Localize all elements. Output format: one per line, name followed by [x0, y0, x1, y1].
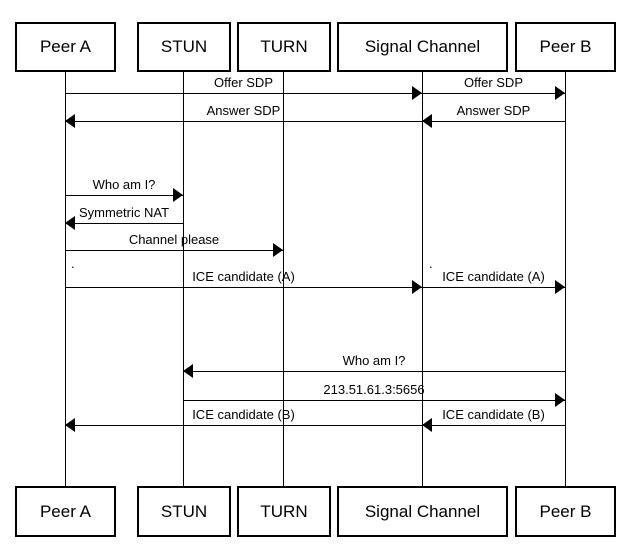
actor-label: Peer A	[39, 37, 92, 56]
message-line	[65, 121, 422, 122]
message-label: Channel please	[128, 232, 220, 247]
lifeline-stun	[183, 72, 184, 486]
message-label: ICE candidate (A)	[442, 269, 545, 284]
message-label: ICE candidate (B)	[192, 407, 295, 422]
actor-box-signal-channel-top: Signal Channel	[337, 22, 508, 72]
actor-label: Peer B	[539, 37, 592, 56]
arrowhead-right-icon	[273, 243, 283, 257]
message-label: Answer SDP	[206, 103, 281, 118]
dot-marker: .	[71, 256, 75, 271]
actor-label: Peer A	[39, 501, 92, 521]
message-line	[183, 400, 565, 401]
actor-label: Signal Channel	[364, 501, 481, 521]
actor-box-peer-b-bottom: Peer B	[515, 486, 616, 537]
actor-box-stun-bottom: STUN	[137, 486, 231, 537]
lifeline-peer-b	[565, 72, 566, 486]
message-line	[422, 287, 565, 288]
actor-label: TURN	[260, 501, 308, 521]
message-line	[65, 287, 422, 288]
arrowhead-right-icon	[555, 280, 565, 294]
arrowhead-left-icon	[422, 114, 432, 128]
actor-label: TURN	[260, 37, 308, 56]
actor-box-turn-bottom: TURN	[237, 486, 331, 537]
arrowhead-left-icon	[65, 216, 75, 230]
arrowhead-right-icon	[412, 86, 422, 100]
arrowhead-right-icon	[555, 86, 565, 100]
message-line	[65, 195, 183, 196]
actor-box-peer-a-top: Peer A	[15, 22, 116, 72]
message-line	[422, 121, 565, 122]
actor-label: Peer B	[539, 501, 592, 521]
actor-box-stun-top: STUN	[137, 22, 231, 72]
arrowhead-left-icon	[65, 114, 75, 128]
actor-box-peer-b-top: Peer B	[515, 22, 616, 72]
actor-label: STUN	[160, 37, 208, 56]
message-line	[65, 425, 422, 426]
message-line	[65, 223, 183, 224]
message-line	[183, 371, 565, 372]
actor-box-peer-a-bottom: Peer A	[15, 486, 116, 537]
message-label: Who am I?	[342, 353, 406, 368]
message-label: Symmetric NAT	[78, 205, 170, 220]
lifeline-peer-a	[65, 72, 66, 486]
message-line	[422, 93, 565, 94]
arrowhead-right-icon	[412, 280, 422, 294]
message-label: ICE candidate (A)	[192, 269, 295, 284]
message-label: 213.51.61.3:5656	[323, 382, 425, 397]
message-label: ICE candidate (B)	[442, 407, 545, 422]
actor-box-signal-channel-bottom: Signal Channel	[337, 486, 508, 537]
lifeline-signal-channel	[422, 72, 423, 486]
actor-label: Signal Channel	[364, 37, 481, 56]
message-line	[65, 250, 283, 251]
message-label: Who am I?	[92, 177, 156, 192]
message-label: Offer SDP	[463, 75, 523, 90]
dot-marker: .	[429, 256, 433, 271]
actor-label: STUN	[160, 501, 208, 521]
actor-box-turn-top: TURN	[237, 22, 331, 72]
arrowhead-left-icon	[422, 418, 432, 432]
message-label: Offer SDP	[213, 75, 273, 90]
arrowhead-left-icon	[183, 364, 193, 378]
message-label: Answer SDP	[456, 103, 531, 118]
arrowhead-right-icon	[555, 393, 565, 407]
message-line	[422, 425, 565, 426]
message-line	[65, 93, 422, 94]
lifeline-turn	[283, 72, 284, 486]
arrowhead-right-icon	[173, 188, 183, 202]
arrowhead-left-icon	[65, 418, 75, 432]
